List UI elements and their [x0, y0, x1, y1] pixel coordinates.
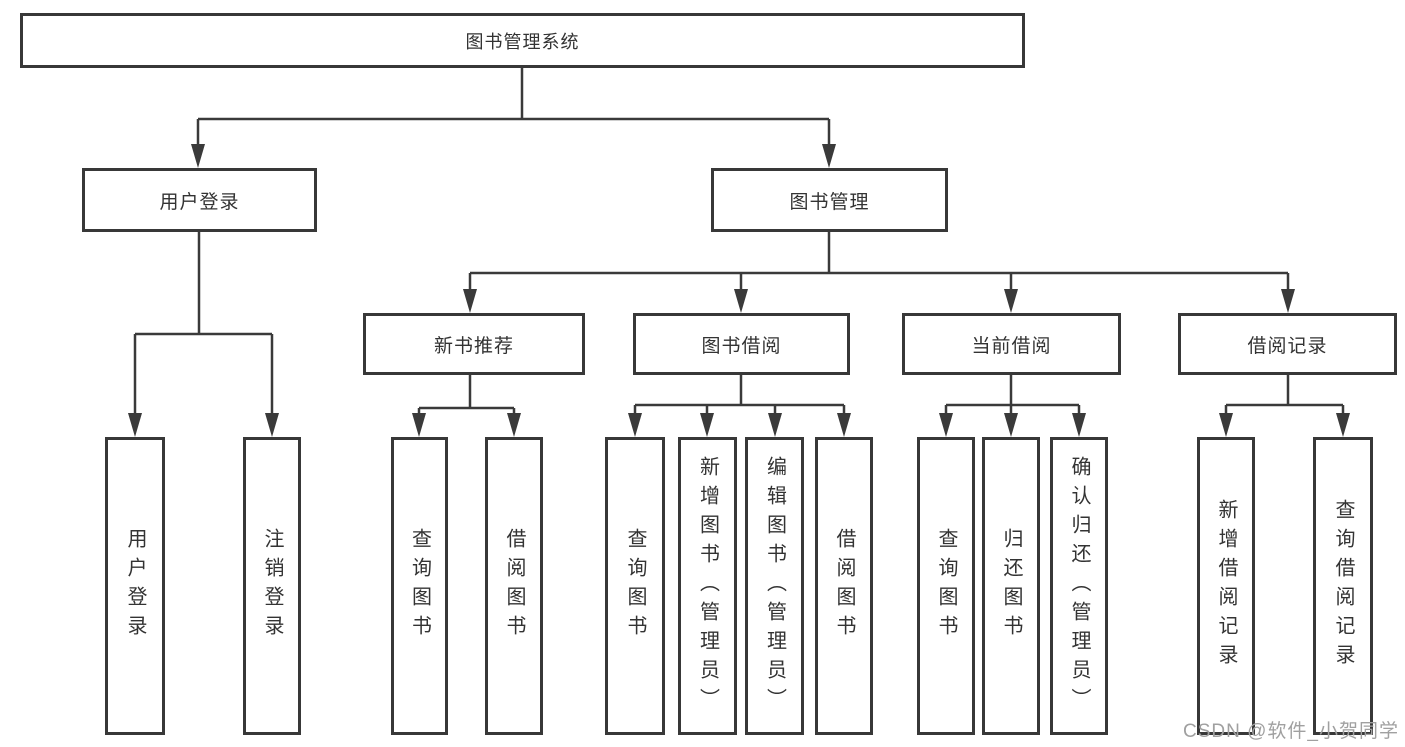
leaf-query-borrow-record: 查询借阅记录 — [1313, 437, 1373, 735]
leaf-borrow-books: 借阅图书 — [815, 437, 873, 735]
node-current-borrowing: 当前借阅 — [902, 313, 1121, 375]
leaf-add-books-admin: 新增图书（管理员） — [678, 437, 737, 735]
leaf-edit-books-admin: 编辑图书（管理员） — [745, 437, 804, 735]
csdn-watermark: CSDN @软件_小贺同学 — [1183, 721, 1399, 742]
node-user-login: 用户登录 — [82, 168, 317, 232]
node-borrowing-records: 借阅记录 — [1178, 313, 1397, 375]
leaf-logout: 注销登录 — [243, 437, 301, 735]
node-new-book-recommendation: 新书推荐 — [363, 313, 585, 375]
leaf-borrow-books-recommend: 借阅图书 — [485, 437, 543, 735]
node-book-borrowing: 图书借阅 — [633, 313, 850, 375]
leaf-query-books-recommend: 查询图书 — [391, 437, 448, 735]
leaf-query-books-borrow: 查询图书 — [605, 437, 665, 735]
node-library-management-system: 图书管理系统 — [20, 13, 1025, 68]
leaf-user-login: 用户登录 — [105, 437, 165, 735]
node-book-management: 图书管理 — [711, 168, 948, 232]
leaf-query-books-current: 查询图书 — [917, 437, 975, 735]
arrowheads — [128, 144, 1350, 437]
leaf-confirm-return-admin: 确认归还（管理员） — [1050, 437, 1108, 735]
leaf-return-books: 归还图书 — [982, 437, 1040, 735]
leaf-add-borrow-record: 新增借阅记录 — [1197, 437, 1255, 735]
